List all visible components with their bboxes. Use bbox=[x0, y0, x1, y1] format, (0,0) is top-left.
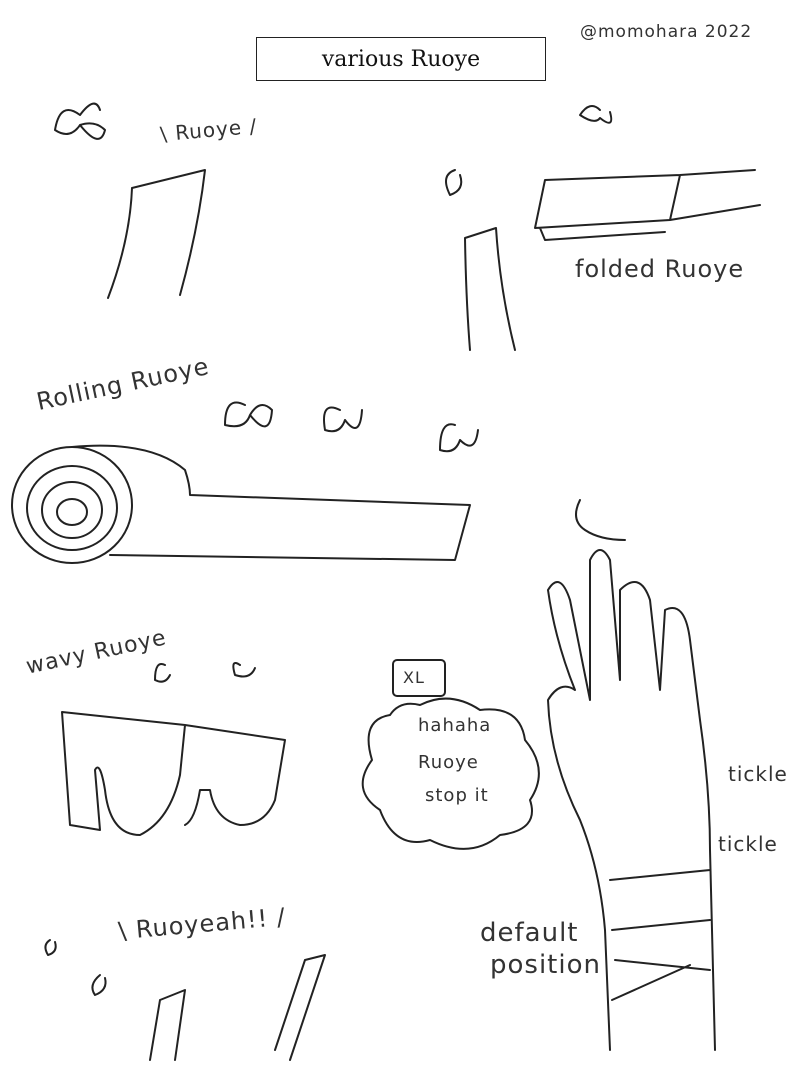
butterfly-icons bbox=[44, 102, 626, 996]
speech-line-1: hahaha bbox=[418, 715, 492, 736]
speech-line-2: Ruoye bbox=[418, 752, 479, 773]
xl-tag: XL bbox=[403, 668, 425, 687]
xl-box bbox=[392, 659, 446, 697]
title-box: various Ruoye bbox=[256, 37, 546, 81]
speech-cloud bbox=[361, 697, 540, 850]
vertical-strip bbox=[464, 227, 516, 351]
signature: @momohara 2022 bbox=[580, 22, 753, 42]
page-title: various Ruoye bbox=[321, 46, 481, 72]
ruoyeah-strips bbox=[149, 954, 326, 1061]
folded-strip bbox=[534, 169, 761, 241]
label-tickle-2: tickle bbox=[718, 832, 778, 856]
ruoye-strip bbox=[107, 169, 206, 299]
label-position: position bbox=[490, 950, 601, 980]
label-folded-ruoye: folded Ruoye bbox=[575, 255, 745, 283]
speech-line-3: stop it bbox=[425, 785, 489, 806]
hand-drawing bbox=[547, 549, 716, 1051]
rolling-ruoye-drawing bbox=[11, 444, 471, 564]
wavy-strip bbox=[61, 711, 286, 836]
label-tickle-1: tickle bbox=[728, 762, 788, 786]
label-default: default bbox=[480, 918, 579, 948]
